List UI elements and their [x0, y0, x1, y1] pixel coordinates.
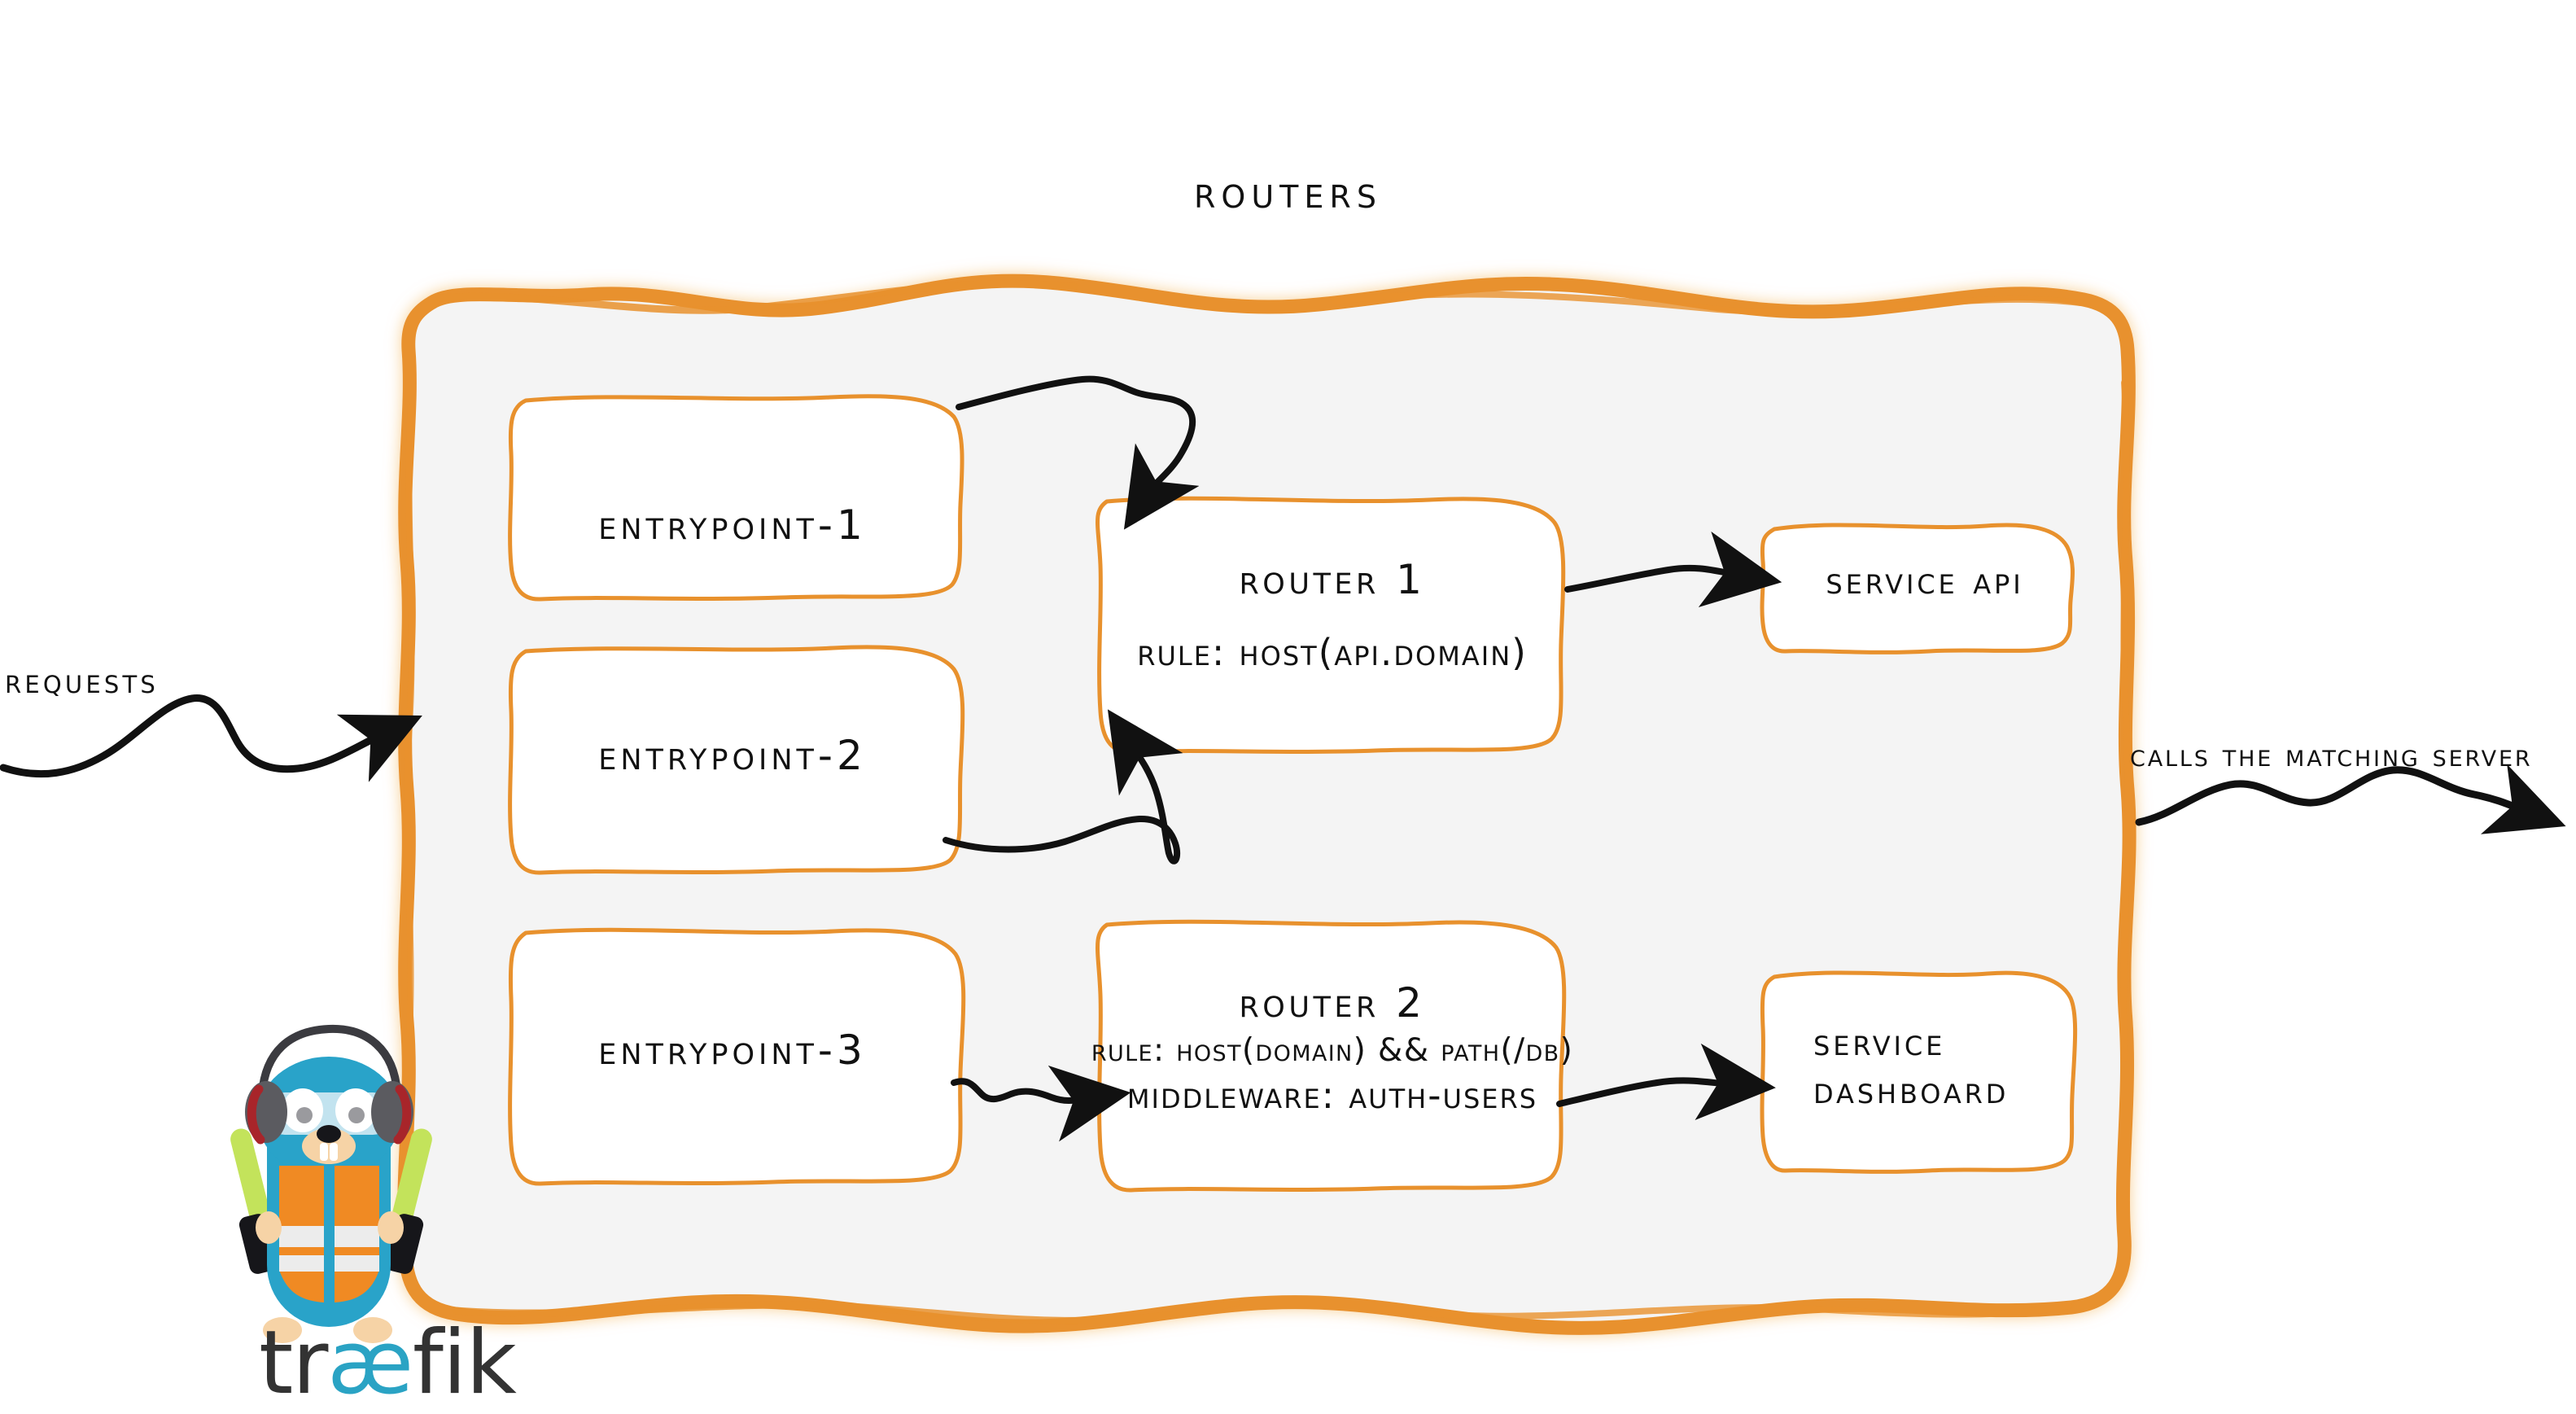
entrypoint1-to-router1-arrow: [956, 375, 1200, 530]
gopher-right-earcup-trim: [393, 1084, 412, 1145]
entrypoint-3-box[interactable]: [508, 927, 966, 1186]
entrypoint2-to-router1-arrow: [942, 709, 1183, 865]
gopher-nose: [317, 1125, 341, 1143]
service-boxes: [1760, 523, 2078, 1174]
gopher-left-foot: [263, 1317, 302, 1343]
gopher-safety-vest: [279, 1166, 379, 1302]
gopher-right-pupil: [348, 1107, 365, 1123]
entrypoint-boxes: [508, 394, 966, 1186]
border-texture-bottom2: [1380, 1302, 2072, 1320]
calls-matching-server-label: Calls the matching server: [2130, 738, 2533, 773]
calls-matching-server-arrow: [2135, 764, 2566, 834]
flow-arrows: [0, 375, 2566, 1142]
entrypoint3-to-router2-arrow: [951, 1065, 1131, 1142]
gopher-right-hand: [378, 1211, 404, 1244]
border-texture-bottom: [452, 1298, 1241, 1324]
service-api-box[interactable]: [1760, 523, 2075, 654]
wordmark-suffix: fik: [412, 1312, 517, 1414]
gopher-muzzle: [302, 1128, 356, 1164]
traefik-logo-wordmark: træfik: [259, 1312, 517, 1414]
gopher-right-tooth: [330, 1143, 338, 1161]
requests-label: Requests: [5, 661, 159, 701]
page-title: Routers: [1193, 167, 1382, 218]
gopher-headphone-band: [258, 1024, 401, 1098]
router-1-box[interactable]: [1096, 496, 1566, 755]
border-texture-right: [2119, 379, 2132, 1062]
gopher-left-hand: [256, 1211, 282, 1244]
service-dashboard-box[interactable]: [1760, 970, 2078, 1174]
router1-to-serviceapi-arrow: [1564, 531, 1782, 607]
entrypoint-1-box[interactable]: [508, 394, 964, 602]
wordmark-prefix: tr: [259, 1312, 328, 1414]
router-2-box[interactable]: [1096, 919, 1567, 1193]
border-texture-left: [404, 404, 415, 1037]
gopher-left-pupil: [296, 1107, 313, 1123]
border-texture-top2: [1332, 291, 2084, 315]
entrypoint-2-box[interactable]: [508, 645, 965, 875]
gopher-right-foot: [353, 1317, 392, 1343]
wordmark-ae-ligature: æ: [327, 1312, 413, 1414]
gopher-left-tooth: [320, 1143, 328, 1161]
traefik-gopher-icon: [230, 1024, 432, 1343]
requests-arrow: [0, 694, 422, 782]
router2-to-servicedashboard-arrow: [1556, 1043, 1776, 1120]
gopher-left-earcup-trim: [247, 1084, 265, 1145]
border-texture-top: [435, 280, 1078, 314]
